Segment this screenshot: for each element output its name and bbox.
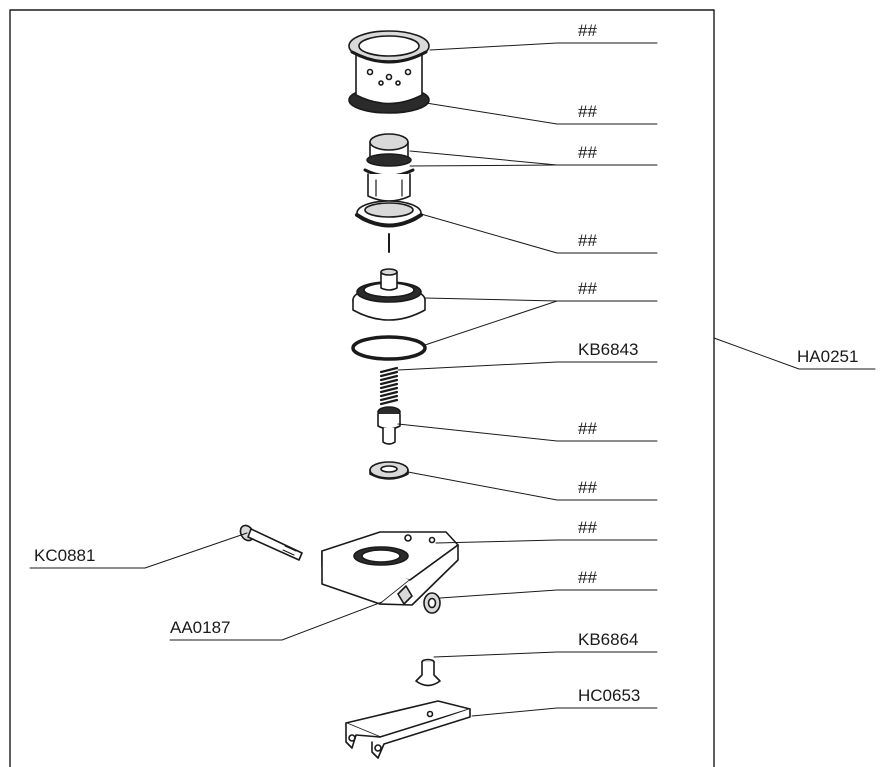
- valve-seat-part: [351, 268, 427, 361]
- leader-bolt: [29, 532, 248, 569]
- leader-spring: [397, 361, 658, 371]
- label-valve-core-rings: ##: [578, 143, 597, 162]
- leader-small-washer: [439, 589, 658, 599]
- leader-valve-core-ring-1: [409, 150, 658, 166]
- bracket-part: [345, 700, 471, 759]
- pin-part: [415, 658, 441, 687]
- leader-bracket: [471, 707, 658, 717]
- label-spring: KB6843: [578, 340, 639, 359]
- label-small-washer: ##: [578, 568, 597, 587]
- frame-border: [9, 9, 715, 767]
- leader-lines: [29, 42, 876, 717]
- spring-and-pin-part: [369, 366, 409, 480]
- leader-seal-lower: [425, 102, 658, 125]
- label-assembly: HA0251: [797, 347, 859, 366]
- label-seal-lower: ##: [578, 102, 597, 121]
- leader-housing: [169, 601, 383, 641]
- label-pin: KB6864: [578, 630, 639, 649]
- label-valve-seat-seal: ##: [578, 279, 597, 298]
- leader-valve-core-ring-2: [409, 164, 558, 167]
- leader-pin: [433, 651, 658, 658]
- leader-washer: [407, 471, 658, 501]
- leader-seal-upper: [429, 42, 658, 51]
- label-washer: ##: [578, 478, 597, 497]
- label-housing-seal: ##: [578, 518, 597, 537]
- leader-valve-pin: [397, 423, 658, 442]
- label-seal-upper: ##: [578, 21, 597, 40]
- label-bolt: KC0881: [34, 546, 96, 565]
- leader-valve-seat: [424, 297, 658, 302]
- leader-valve-core-seal: [420, 213, 658, 254]
- small-washer-part: [423, 592, 441, 614]
- housing-part: [321, 531, 459, 606]
- leader-valve-seat-oring: [424, 300, 558, 346]
- leader-housing-seal: [435, 539, 658, 544]
- seal-cartridge-part: [348, 30, 430, 114]
- leader-assembly: [713, 337, 876, 370]
- label-valve-pin: ##: [578, 419, 597, 438]
- label-valve-core-seal: ##: [578, 231, 597, 250]
- valve-core-part: [355, 133, 423, 253]
- label-bracket: HC0653: [578, 686, 641, 705]
- label-housing: AA0187: [170, 618, 231, 637]
- bolt-part: [239, 524, 303, 561]
